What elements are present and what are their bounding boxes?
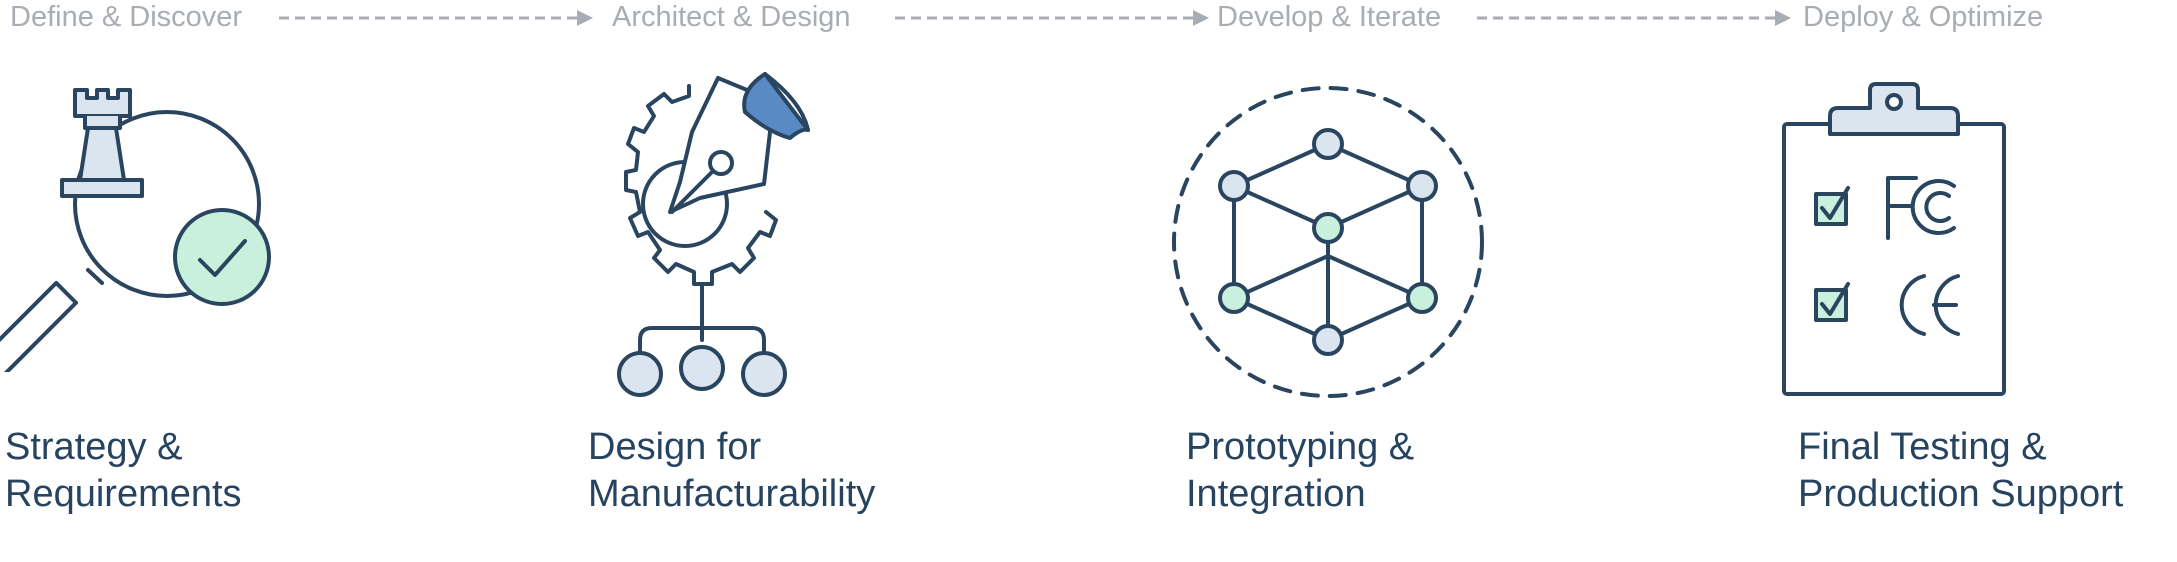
dashed-arrow-icon <box>279 10 593 26</box>
step-title-line1: Prototyping & <box>1186 426 1415 468</box>
step-title-line2: Integration <box>1186 473 1366 515</box>
step-title-design: Design for Manufacturability <box>588 424 875 518</box>
clipboard-certification-icon <box>1782 82 2006 396</box>
phase-deploy-optimize: Deploy & Optimize <box>1803 1 2044 33</box>
chess-rook-magnifier-check-icon <box>0 88 271 372</box>
step-title-line2: Manufacturability <box>588 473 876 515</box>
network-cube-icon <box>1172 86 1484 398</box>
step-title-final-testing: Final Testing & Production Support <box>1798 424 2123 518</box>
step-title-line2: Production Support <box>1798 473 2124 515</box>
step-title-line1: Design for <box>588 426 762 468</box>
step-title-strategy: Strategy & Requirements <box>5 424 242 518</box>
phase-define-discover: Define & Discover <box>10 1 243 33</box>
phase-architect-design: Architect & Design <box>612 1 851 33</box>
dashed-arrow-icon <box>1477 10 1791 26</box>
step-title-prototyping: Prototyping & Integration <box>1186 424 1414 518</box>
dashed-arrow-icon <box>895 10 1209 26</box>
phase-develop-iterate: Develop & Iterate <box>1217 1 1442 33</box>
pen-nib-gear-hierarchy-icon <box>617 72 810 397</box>
step-title-line2: Requirements <box>5 473 242 515</box>
step-title-line1: Strategy & <box>5 426 183 468</box>
step-title-line1: Final Testing & <box>1798 426 2047 468</box>
